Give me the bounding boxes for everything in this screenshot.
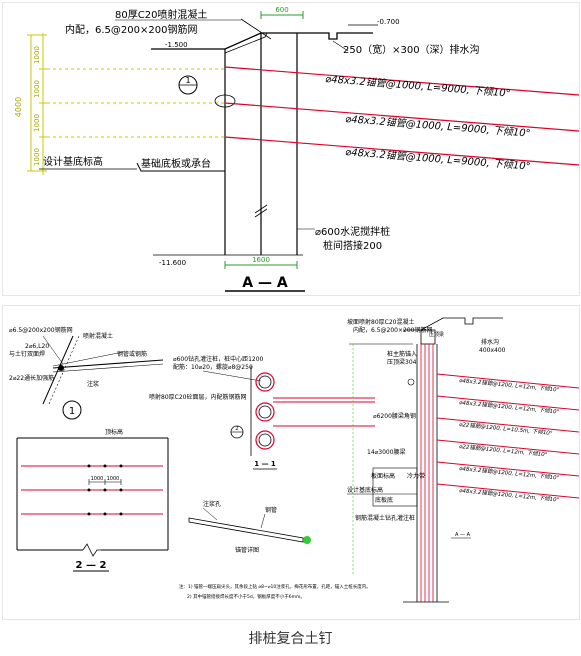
d1-weld: 与土钉双面焊	[9, 350, 45, 358]
aa-anchor: ⌀48x3.2锚管@1200, L=12m, 下倾10°	[459, 465, 560, 482]
dim-left-seg: 1000	[33, 46, 41, 64]
aa-cap: 桩主筋锚入	[387, 350, 417, 358]
detail-marker-label: 1	[185, 76, 190, 85]
composite-nailing-drawing: ⌀6.5@200x200钢筋网 喷射混凝土 2⌀6,L20 与土钉双面焊 钢管或…	[2, 305, 580, 620]
pile-label: ⌀600水泥搅拌桩	[315, 225, 390, 238]
base-plate-label: 基础底板或承台	[141, 157, 211, 170]
s11-shot: 喷射80厚C20砼面层，内配筋钢筋网	[149, 393, 246, 401]
ditch-label: 250（宽）×300（深）排水沟	[343, 43, 480, 56]
s11-title: 1 — 1	[254, 460, 276, 468]
s11-rebar: 配筋：10⌀20，螺旋⌀8@250	[173, 363, 253, 371]
dim-left-seg: 1000	[33, 148, 41, 166]
shotcrete-label: 80厚C20喷射混凝土	[115, 8, 207, 21]
section-title: A — A	[242, 275, 288, 291]
aa-beam: ⌀6200腰梁角钢	[373, 412, 416, 420]
dim-bottom: 1600	[252, 256, 270, 264]
section-aa-drawing: 4000 1000 1000 1000 1000 600 -0.700 -1.5…	[2, 2, 580, 296]
aa-anchor: ⌀22锚筋@1200, L=10.5m, 下倾10°	[459, 421, 553, 437]
aa-bottom: 底板底	[375, 496, 393, 504]
dim-top: 600	[275, 6, 288, 14]
base-level-label: 设计基底标高	[43, 155, 103, 168]
pipe-label: 钢管	[265, 506, 277, 514]
figure-caption: 排桩复合土钉	[248, 631, 333, 647]
anchor-detail-title: 锚管详图	[235, 546, 259, 554]
d1-marker	[62, 400, 82, 420]
anchor-label: ⌀48x3.2锚管@1000, L=9000, 下倾10°	[345, 146, 531, 173]
level-cap: -1.500	[165, 41, 188, 49]
d1-rebar2: 2⌀22通长加强筋	[9, 374, 54, 382]
d1-mesh: ⌀6.5@200x200钢筋网	[9, 326, 73, 334]
level-bottom: -11.600	[159, 259, 186, 267]
d1-marker-label: 1	[69, 406, 75, 417]
d1-pipe: 钢管或钢筋	[117, 350, 147, 358]
s11-marker-label: 2	[235, 426, 238, 432]
aa-hole: 压顶梁	[429, 331, 444, 338]
aa-anchor: ⌀22锚筋@1200, L=12m, 下倾10°	[459, 443, 548, 458]
s22-title: 2 — 2	[76, 560, 107, 571]
aa-pile: 钢筋混凝土钻孔灌注桩	[355, 514, 415, 522]
s22-top-label: 顶标高	[105, 428, 123, 436]
aa-anchor: ⌀48x3.2锚管@1200, L=12m, 下倾10°	[459, 377, 560, 394]
aa-base: 设计基底标高	[347, 486, 383, 494]
mesh-label: 6.5@200×200钢筋网	[95, 23, 197, 36]
aa-wale: 14⌀3000腰梁	[367, 448, 406, 456]
note: 注：1) 锚管一端压扁尖头，其余段上钻 ⌀8~⌀10注浆孔，梅花形布置，孔距，锚…	[179, 583, 371, 590]
aa-tie: 板面标高	[371, 472, 395, 480]
pile-spacing-label: 桩间搭接200	[323, 239, 382, 252]
aa-shot: 坡面喷射80厚C20混凝土	[347, 318, 414, 326]
anchor-label: ⌀48x3.2锚管@1000, L=9000, 下倾10°	[345, 113, 531, 140]
aa-title: A — A	[455, 532, 471, 538]
aa-mesh: 内配，6.5@200×200钢筋网	[353, 326, 432, 334]
d1-shot: 喷射混凝土	[83, 332, 113, 340]
anchor-label: ⌀48x3.2锚管@1000, L=9000, 下倾10°	[325, 73, 511, 100]
s22-dim: 1000	[91, 476, 104, 482]
section-aa-svg: 4000 1000 1000 1000 1000 600 -0.700 -1.5…	[14, 6, 580, 292]
s11-pile: ⌀600钻孔灌注桩，桩中心距1200	[173, 355, 264, 363]
aa-ditch-size: 400x400	[479, 347, 506, 354]
aa-ditch: 排水沟	[481, 338, 499, 346]
s22-dim: 1000	[107, 476, 120, 482]
dim-left-seg: 1000	[33, 114, 41, 132]
d1-grout: 注浆	[87, 380, 99, 388]
note: 2) 其中锚管搭接焊长度不小于5d，钢板厚度不小于6mm。	[187, 593, 305, 600]
mesh-prefix: 内配，	[65, 23, 95, 36]
grout-hole-label: 注浆孔	[203, 500, 221, 508]
aa-waist: 冷力带	[407, 472, 425, 480]
level-top: -0.700	[377, 18, 400, 26]
aa-anchor: ⌀48x3.2锚管@1200, L=12m, 下倾10°	[459, 399, 560, 416]
dim-left-total: 4000	[14, 97, 23, 117]
d1-rebar: 2⌀6,L20	[25, 343, 49, 350]
composite-nailing-svg: ⌀6.5@200x200钢筋网 喷射混凝土 2⌀6,L20 与土钉双面焊 钢管或…	[9, 317, 580, 603]
dim-left-seg: 1000	[33, 80, 41, 98]
aa-anchor: ⌀48x3.2锚管@1200, L=12m, 下倾10°	[459, 487, 560, 504]
aa-cap2: 压顶梁304	[387, 358, 417, 366]
